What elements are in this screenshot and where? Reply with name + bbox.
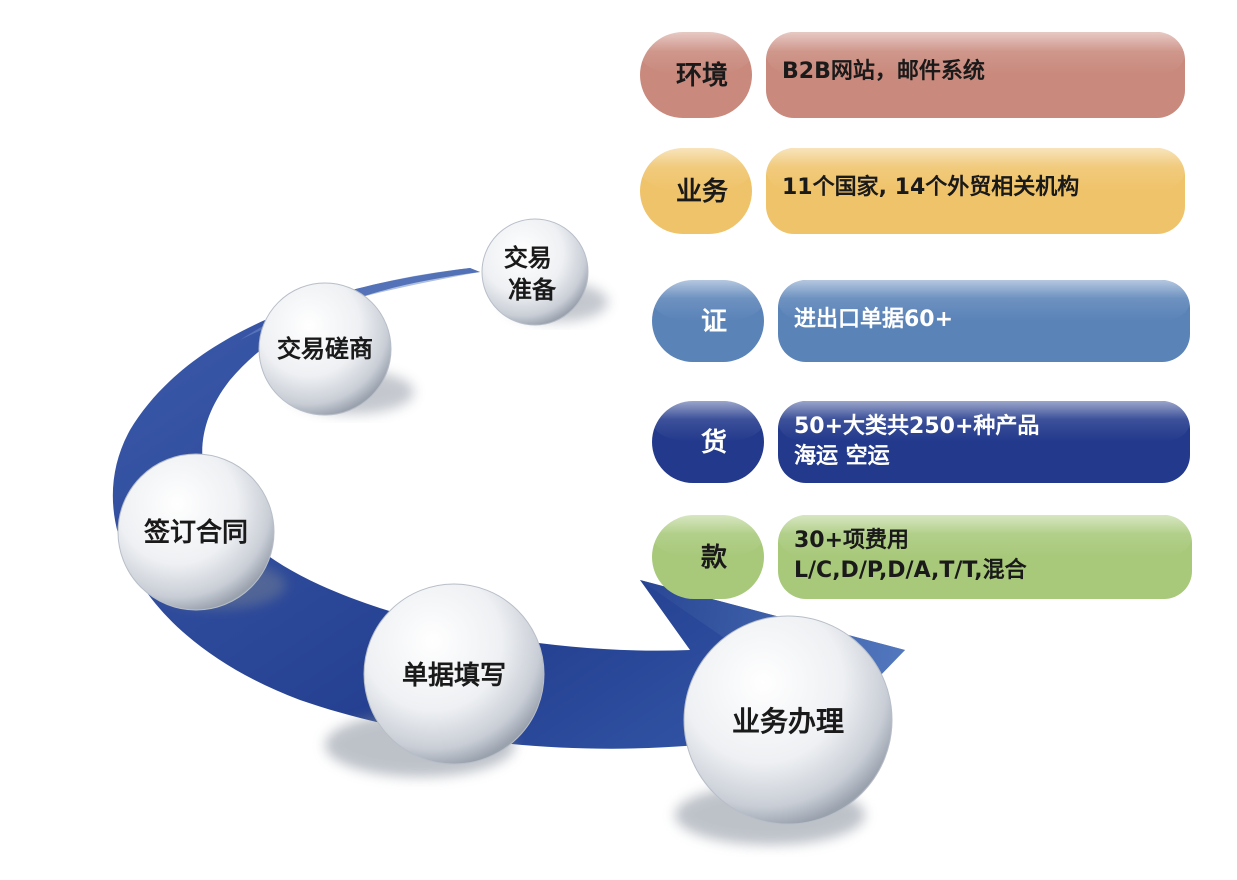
step-circle: 业务办理 bbox=[675, 615, 893, 845]
step-label: 业务办理 bbox=[732, 705, 844, 738]
category-title: 证 bbox=[701, 307, 727, 337]
category-row: 业务 11个国家, 14个外贸相关机构 bbox=[640, 148, 1185, 234]
arrow-highlight bbox=[240, 268, 480, 340]
category-title-gloss bbox=[652, 515, 764, 557]
category-row: 环境 B2B网站，邮件系统 bbox=[640, 32, 1185, 118]
category-text: 30+项费用 bbox=[794, 528, 909, 553]
step-circle: 签订合同 bbox=[117, 453, 286, 611]
category-row: 证 进出口单据60+ bbox=[652, 280, 1190, 362]
category-content-gloss bbox=[778, 280, 1190, 321]
category-text: B2B网站，邮件系统 bbox=[782, 58, 985, 84]
category-title: 货 bbox=[701, 427, 727, 458]
category-text: 海运 空运 bbox=[794, 443, 890, 469]
category-row: 款 30+项费用 L/C,D/P,D/A,T/T,混合 bbox=[652, 515, 1192, 599]
step-circle: 单据填写 bbox=[325, 583, 545, 777]
category-content-gloss bbox=[766, 148, 1185, 191]
step-circles: 交易 准备 交易磋商 签订合同 单据填写 业务办理 bbox=[117, 218, 893, 845]
category-title: 环境 bbox=[676, 60, 728, 91]
step-label: 签订合同 bbox=[144, 517, 248, 548]
step-label: 单据填写 bbox=[402, 661, 506, 691]
category-text: L/C,D/P,D/A,T/T,混合 bbox=[794, 557, 1028, 583]
category-content-gloss bbox=[766, 32, 1185, 75]
step-circle: 交易 准备 bbox=[481, 218, 608, 326]
category-title-gloss bbox=[652, 280, 764, 321]
category-text: 进出口单据60+ bbox=[794, 307, 953, 332]
category-text: 50+大类共250+种产品 bbox=[794, 414, 1039, 439]
step-label: 交易 准备 bbox=[504, 244, 560, 304]
step-circle: 交易磋商 bbox=[258, 282, 414, 416]
step-label: 交易磋商 bbox=[277, 335, 373, 363]
category-title-gloss bbox=[652, 401, 764, 442]
category-title-gloss bbox=[640, 148, 752, 191]
category-content-gloss bbox=[778, 401, 1190, 442]
category-title-gloss bbox=[640, 32, 752, 75]
category-content-gloss bbox=[778, 515, 1192, 557]
category-title: 款 bbox=[701, 543, 728, 573]
category-text: 11个国家, 14个外贸相关机构 bbox=[782, 174, 1079, 200]
category-title: 业务 bbox=[676, 177, 728, 207]
